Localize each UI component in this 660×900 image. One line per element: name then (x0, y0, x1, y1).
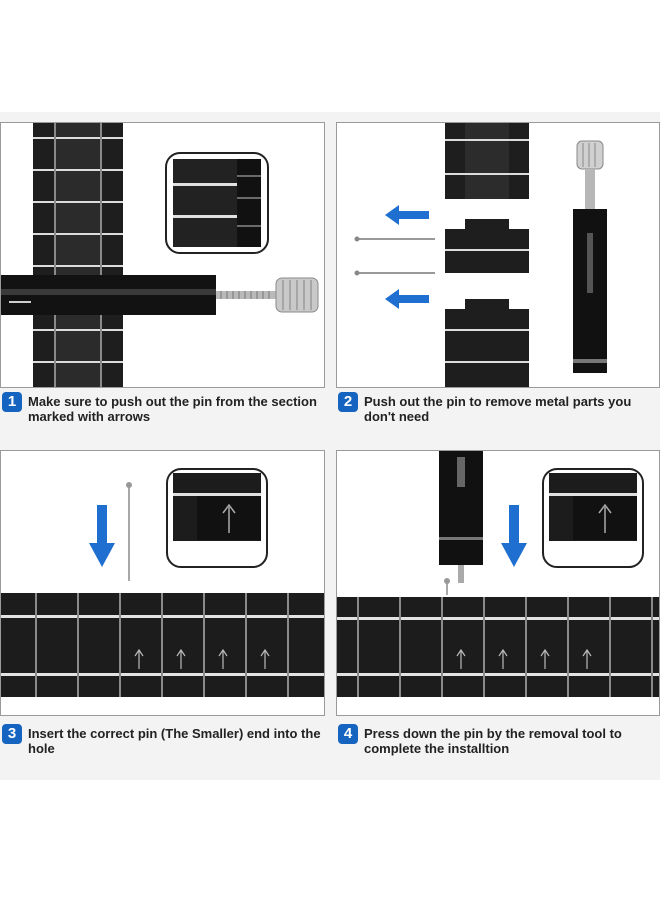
step-4-text: Press down the pin by the removal tool t… (364, 726, 622, 756)
down-arrow-icon (501, 505, 527, 567)
step-2-caption: 2 Push out the pin to remove metal parts… (338, 392, 658, 424)
pin-removal-tool-vertical (573, 140, 607, 373)
step-3-drawing (1, 468, 324, 697)
step-4-caption: 4 Press down the pin by the removal tool… (338, 724, 658, 756)
pin-removal-tool-vertical (439, 451, 483, 583)
watch-band-horizontal (1, 593, 324, 697)
step-2-drawing (354, 123, 607, 387)
step-1-badge: 1 (2, 392, 22, 412)
step-1-caption: 1 Make sure to push out the pin from the… (2, 392, 322, 424)
left-arrow-icons (385, 205, 429, 309)
watch-band-horizontal (337, 597, 659, 697)
zoom-inset (542, 468, 644, 568)
step-3-caption: 3 Insert the correct pin (The Smaller) e… (2, 724, 322, 756)
step-2-badge: 2 (338, 392, 358, 412)
zoom-inset (165, 152, 269, 254)
step-4-badge: 4 (338, 724, 358, 744)
step-3-text: Insert the correct pin (The Smaller) end… (28, 726, 321, 756)
step-2-text: Push out the pin to remove metal parts y… (364, 394, 632, 424)
step-4-drawing (337, 451, 659, 697)
step-3-illustration (0, 450, 325, 716)
zoom-inset (166, 468, 268, 568)
watch-band-vertical (33, 123, 123, 387)
step-1-drawing (1, 123, 319, 387)
step-1-illustration (0, 122, 325, 388)
step-2-illustration (336, 122, 660, 388)
spring-bar-pin (444, 578, 450, 595)
pin-removal-tool (1, 275, 319, 315)
instruction-sheet: 1 Make sure to push out the pin from the… (0, 112, 660, 780)
step-3-badge: 3 (2, 724, 22, 744)
step-4-illustration (336, 450, 660, 716)
spring-bar-pin (126, 482, 132, 581)
watch-band-links (445, 123, 529, 387)
down-arrow-icon (89, 505, 115, 567)
step-1-text: Make sure to push out the pin from the s… (28, 394, 317, 424)
removed-pins (354, 236, 435, 276)
